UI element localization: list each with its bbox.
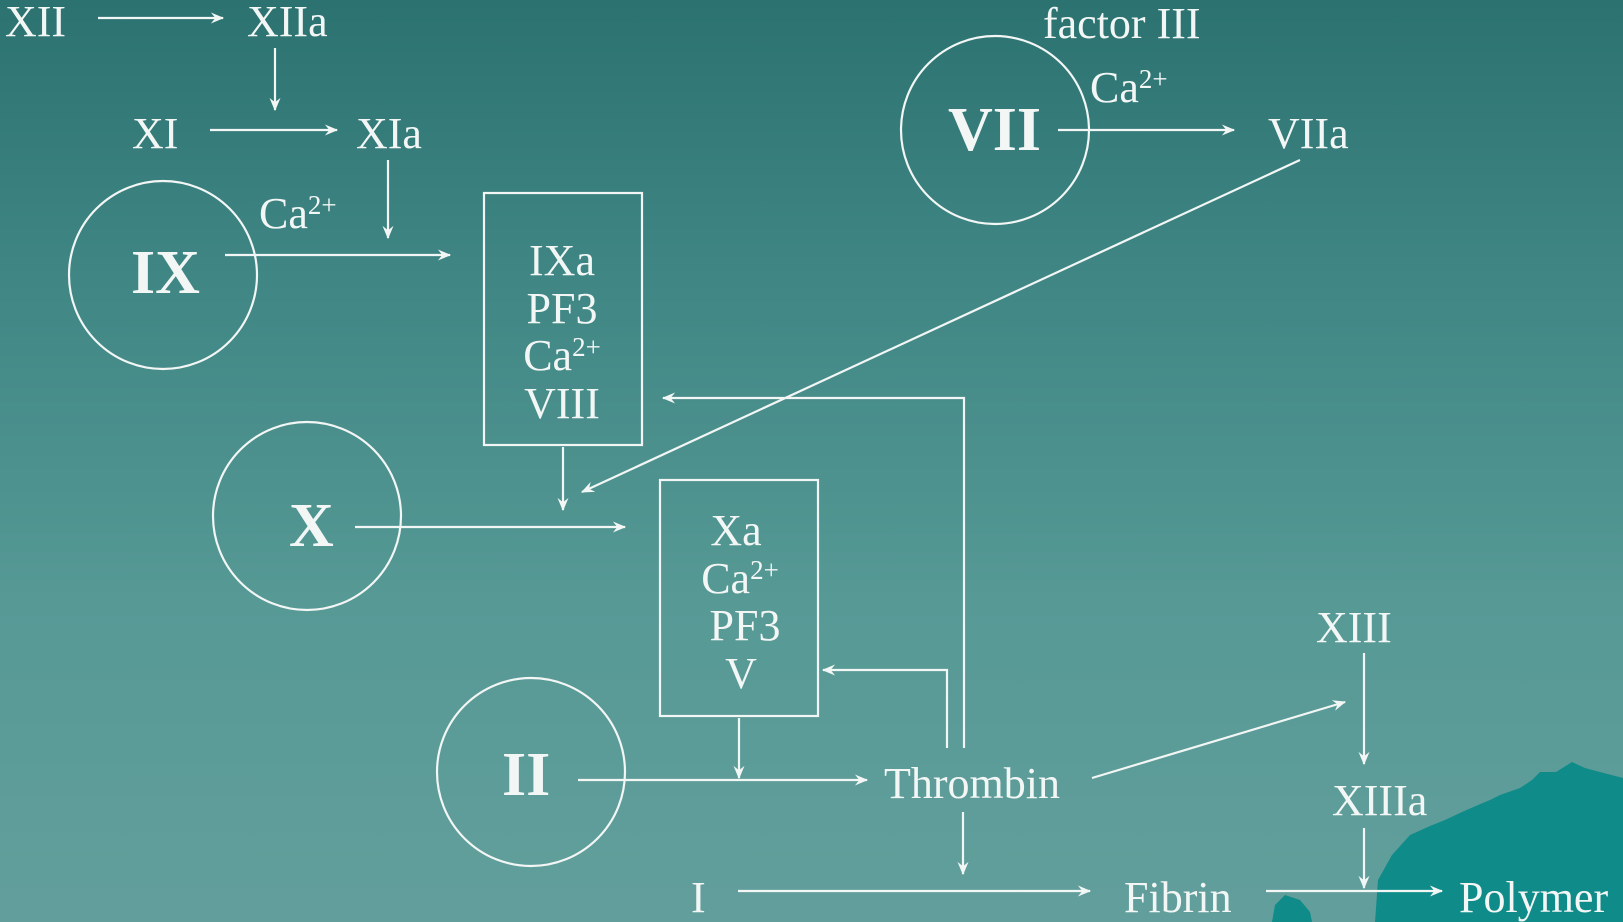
box1-ca-sup: 2+ — [572, 332, 601, 362]
arrow-thrombin-to-xiii — [1091, 700, 1347, 780]
label-xiia: XIIa — [247, 0, 328, 46]
box1-line-3: Ca2+ — [523, 331, 601, 380]
box-tenase-complex — [482, 191, 644, 447]
label-ca-vii: Ca2+ — [1090, 63, 1168, 112]
circle-factor-ii — [435, 676, 627, 868]
label-i: I — [691, 873, 706, 922]
ca-ix-base: Ca — [259, 189, 308, 238]
ca-vii-sup: 2+ — [1139, 64, 1168, 94]
box2-line-1: Xa — [710, 506, 761, 555]
label-fibrin: Fibrin — [1124, 873, 1232, 922]
circle-factor-x — [211, 420, 403, 612]
label-viia: VIIa — [1268, 109, 1349, 158]
label-ii: II — [502, 741, 550, 809]
box1-line-4: VIII — [524, 379, 600, 428]
label-xii: XII — [5, 0, 66, 46]
box1-ca-base: Ca — [523, 331, 572, 380]
box1-line-2: PF3 — [527, 284, 598, 333]
box2-line-4: V — [725, 649, 757, 698]
arrow-viia-to-x — [581, 159, 1301, 493]
label-polymer: Polymer — [1459, 873, 1608, 922]
decorative-shape-small — [1272, 895, 1312, 922]
arrow-thrombin-feedback-viii — [661, 392, 966, 748]
box2-ca-sup: 2+ — [750, 555, 779, 585]
label-vii: VII — [948, 96, 1041, 164]
decorative-shape — [1375, 762, 1623, 922]
box2-line-3: PF3 — [710, 601, 781, 650]
label-x: X — [289, 492, 334, 560]
box-prothrombinase-complex — [658, 478, 820, 718]
label-thrombin: Thrombin — [884, 759, 1060, 808]
label-ca-ix: Ca2+ — [259, 189, 337, 238]
circle-factor-ix — [67, 179, 259, 371]
label-xiii: XIII — [1316, 603, 1392, 652]
ca-vii-base: Ca — [1090, 63, 1139, 112]
arrow-thrombin-feedback-v — [821, 664, 949, 748]
label-xiiia: XIIIa — [1332, 776, 1427, 825]
label-ix: IX — [131, 239, 200, 307]
box2-line-2: Ca2+ — [701, 554, 779, 603]
box2-ca-base: Ca — [701, 554, 750, 603]
box1-line-1: IXa — [529, 236, 595, 285]
label-factor-iii: factor III — [1043, 0, 1201, 48]
ca-ix-sup: 2+ — [308, 190, 337, 220]
label-xia: XIa — [356, 109, 422, 158]
label-xi: XI — [132, 109, 178, 158]
